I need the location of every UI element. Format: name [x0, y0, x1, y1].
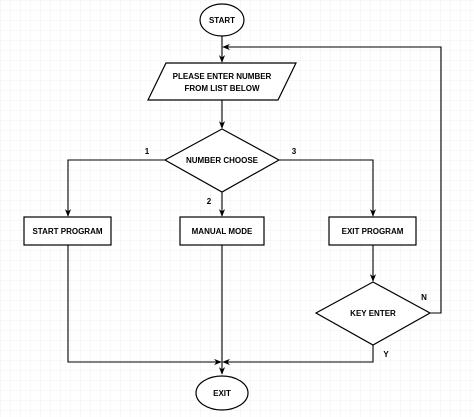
edge-decision-to-start-program: [64, 159, 165, 217]
node-input[interactable]: PLEASE ENTER NUMBER FROM LIST BELOW: [147, 62, 297, 101]
edge-key-enter-yes-to-exit: [222, 345, 374, 366]
node-start-program-label: START PROGRAM: [32, 227, 102, 236]
edge-label-no: N: [421, 293, 427, 302]
edge-key-enter-no-loop: [222, 43, 442, 314]
node-exit-label: EXIT: [213, 389, 231, 398]
node-key-enter[interactable]: KEY ENTER: [314, 281, 432, 346]
edge-label-option-2: 2: [207, 197, 212, 206]
node-start[interactable]: START: [199, 3, 245, 37]
edge-label-yes: Y: [383, 350, 389, 359]
node-key-enter-label: KEY ENTER: [350, 309, 396, 318]
node-manual-mode[interactable]: MANUAL MODE: [179, 216, 265, 246]
node-exit-program[interactable]: EXIT PROGRAM: [328, 216, 417, 246]
node-exit[interactable]: EXIT: [195, 375, 249, 411]
node-exit-program-label: EXIT PROGRAM: [342, 227, 404, 236]
edge-decision-to-exit-program: [279, 159, 377, 217]
node-decision-label: NUMBER CHOOSE: [186, 156, 259, 165]
node-manual-mode-label: MANUAL MODE: [192, 227, 253, 236]
node-start-label: START: [209, 16, 235, 25]
edge-start-program-to-exit: [67, 245, 222, 366]
node-input-label-line2: FROM LIST BELOW: [184, 84, 260, 93]
edge-label-option-1: 1: [145, 147, 150, 156]
edge-label-option-3: 3: [292, 147, 297, 156]
node-decision[interactable]: NUMBER CHOOSE: [163, 128, 281, 193]
node-start-program[interactable]: START PROGRAM: [23, 216, 112, 246]
node-input-label-line1: PLEASE ENTER NUMBER: [173, 72, 272, 81]
